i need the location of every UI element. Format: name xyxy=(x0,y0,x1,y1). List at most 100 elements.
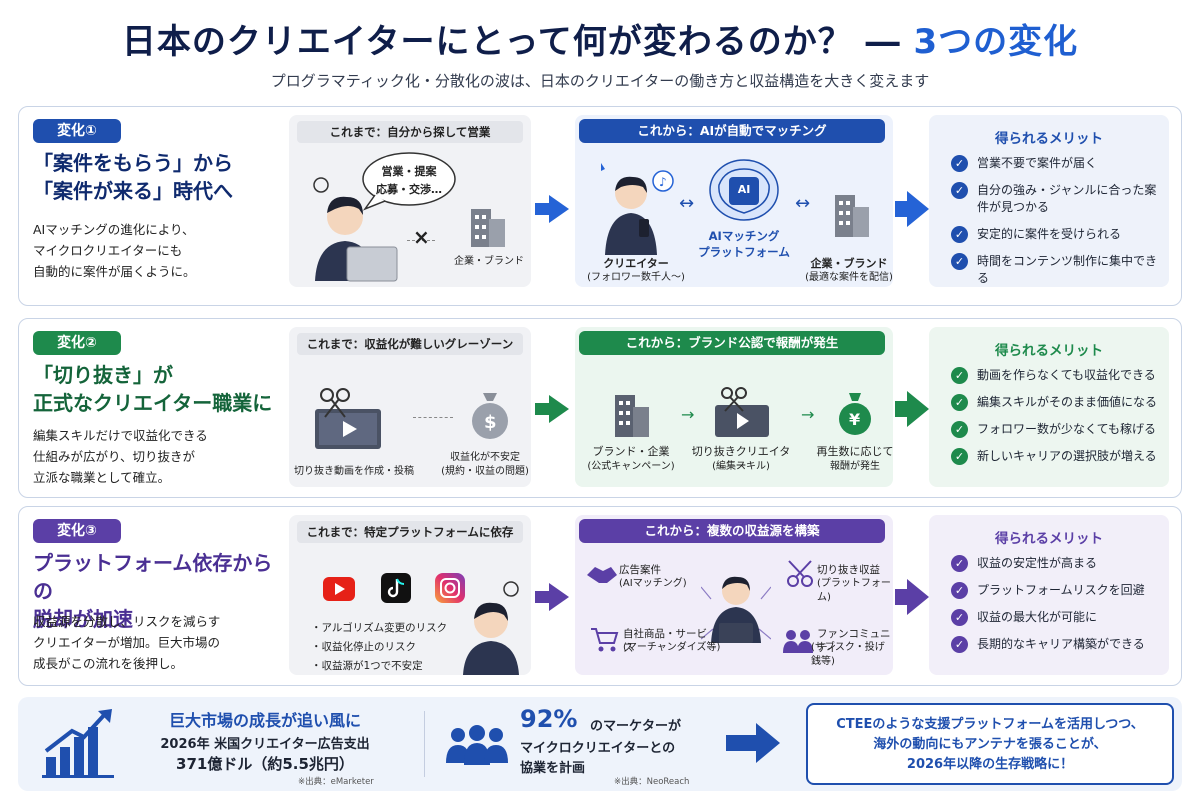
headline-line: 「切り抜き」が xyxy=(33,363,173,387)
bubble-text-2: 応募・交渉… xyxy=(376,183,442,196)
headline-line: 脱却が加速 xyxy=(33,607,133,631)
call-to-action-box: CTEEのような支援プラットフォームを活用しつつ、 海外の動向にもアンテナを張る… xyxy=(806,703,1174,785)
check-icon: ✓ xyxy=(951,394,968,411)
benefit-item: ✓営業不要で案件が届く xyxy=(951,155,1165,172)
benefit-item: ✓編集スキルがそのまま価値になる xyxy=(951,394,1165,411)
arrow-shaft xyxy=(726,735,758,751)
benefit-caption-1: 得られるメリット xyxy=(995,131,1103,147)
change-row-1: 変化① 「案件をもらう」から 「案件が来る」時代へ AIマッチングの進化により、… xyxy=(18,106,1182,306)
before-company-label: 企業・ブランド xyxy=(454,256,524,267)
risk-item: ・収益化停止のリスク xyxy=(311,641,416,653)
benefit-panel-2: 得られるメリット ✓動画を作らなくても収益化できる ✓編集スキルがそのまま価値に… xyxy=(929,327,1169,487)
svg-text:$: $ xyxy=(484,412,497,433)
benefit-text: プラットフォームリスクを回避 xyxy=(977,583,1145,597)
building-icon xyxy=(471,209,505,247)
before-caption-3: これまで：特定プラットフォームに依存 xyxy=(297,521,523,543)
benefit-text: 安定的に案件を受けられる xyxy=(977,227,1122,241)
change-row-3: 変化③ プラットフォーム依存からの 脱却が加速 収益源を分散し、リスクを減らす … xyxy=(18,506,1182,686)
people-group-icon xyxy=(446,725,508,765)
benefit-list-2: ✓動画を作らなくても収益化できる ✓編集スキルがそのまま価値になる ✓フォロワー… xyxy=(951,367,1165,475)
tiktok-icon xyxy=(381,573,411,603)
arrow-right-icon xyxy=(549,583,569,611)
company-sublabel: (最適な案件を配信) xyxy=(805,272,893,283)
check-icon: ✓ xyxy=(951,636,968,653)
platform-label-1: AIマッチング xyxy=(708,229,780,243)
page-subtitle: プログラマティック化・分散化の波は、日本のクリエイターの働き方と収益構造を大きく… xyxy=(270,72,930,90)
desc-line: マイクロクリエイターにも xyxy=(33,243,183,258)
market-line-1: 2026年 米国クリエイター広告支出 xyxy=(160,737,370,752)
source3-label: 自社商品・サービス xyxy=(623,628,707,654)
worried-person-icon xyxy=(313,177,398,282)
headline-line: 「案件が来る」時代へ xyxy=(33,179,233,203)
creator-phone-icon: ♪ xyxy=(601,163,674,255)
check-icon: ✓ xyxy=(951,555,968,572)
benefit-text: 自分の強み・ジャンルに合った案件が見つかる xyxy=(977,183,1157,214)
change-desc-2: 編集スキルだけで収益化できる 仕組みが広がり、切り抜きが 立派な職業として確立。 xyxy=(33,425,283,488)
worried-person-icon xyxy=(463,581,519,675)
desc-line: 収益源を分散し、リスクを減らす xyxy=(33,614,221,629)
cross-icon: × xyxy=(413,225,430,249)
check-icon: ✓ xyxy=(951,226,968,243)
desc-line: クリエイターが増加。巨大市場の xyxy=(33,635,221,650)
change-headline-2: 「切り抜き」が 正式なクリエイター職業に xyxy=(33,361,283,417)
scissors-film-icon xyxy=(315,388,381,449)
change-desc-3: 収益源を分散し、リスクを減らす クリエイターが増加。巨大市場の 成長がこの流れを… xyxy=(33,611,283,674)
check-icon: ✓ xyxy=(951,448,968,465)
after-caption-2: これから：ブランド公認で報酬が発生 xyxy=(579,331,885,355)
desc-line: 編集スキルだけで収益化できる xyxy=(33,428,208,443)
benefit-item: ✓動画を作らなくても収益化できる xyxy=(951,367,1165,384)
speech-bubble-icon xyxy=(362,152,456,211)
risk-list: ・アルゴリズム変更のリスク ・収益化停止のリスク ・収益源が1つで不安定 xyxy=(311,619,451,676)
before-left-label: 切り抜き動画を作成・投稿 xyxy=(294,466,414,477)
check-icon: ✓ xyxy=(951,609,968,626)
svg-text:♪: ♪ xyxy=(659,175,667,189)
benefit-item: ✓ 安定的に案件を受けられる xyxy=(951,226,1165,243)
change-badge-2: 変化② xyxy=(33,331,121,355)
benefit-panel-3: 得られるメリット ✓ 収益の安定性が高まる ✓ プラットフォームリスクを回避 ✓ 収益… xyxy=(929,515,1169,675)
arrow-shaft xyxy=(535,403,551,415)
benefit-text: 収益の最大化が可能に xyxy=(977,610,1098,624)
before-panel-2: これまで：収益化が難しいグレーゾーン 切り抜き動画を作成・投稿 $ 収益化が不安… xyxy=(289,327,531,487)
before-right-label-1: 収益化が不安定 xyxy=(450,452,520,463)
cta-line: 2026年以降の生存戦略に！ xyxy=(906,757,1074,772)
benefit-text: 長期的なキャリア構築ができる xyxy=(977,637,1145,651)
headline-line: 正式なクリエイター職業に xyxy=(33,391,273,415)
source2-sublabel: (プラットフォーム) xyxy=(817,578,891,603)
benefit-item: ✓ 自分の強み・ジャンルに合った案件が見つかる xyxy=(951,182,1165,216)
market-source: ※出典：eMarketer xyxy=(298,777,374,787)
benefit-text: 新しいキャリアの選択肢が増える xyxy=(977,449,1157,463)
benefit-text: 時間をコンテンツ制作に集中できる xyxy=(977,254,1158,285)
benefit-caption-3: 得られるメリット xyxy=(995,531,1103,547)
arrow-right-icon xyxy=(549,395,569,423)
benefit-text: 収益の安定性が高まる xyxy=(977,556,1098,570)
change-row-2: 変化② 「切り抜き」が 正式なクリエイター職業に 編集スキルだけで収益化できる … xyxy=(18,318,1182,498)
desc-line: 自動的に案件が届くように。 xyxy=(33,264,196,279)
creator-laptop-icon xyxy=(701,576,771,643)
building-icon xyxy=(615,395,649,437)
arrow-shaft xyxy=(895,401,909,417)
ai-brain-icon xyxy=(709,159,779,221)
benefit-item: ✓フォロワー数が少なくても稼げる xyxy=(951,421,1165,438)
after-caption-1: これから：AIが自動でマッチング xyxy=(579,119,885,143)
check-icon: ✓ xyxy=(951,155,968,172)
step2-label: 切り抜きクリエイター xyxy=(691,445,791,472)
source4-label: ファンコミュニティ xyxy=(817,628,891,654)
building-icon xyxy=(835,195,869,237)
desc-line: 成長がこの流れを後押し。 xyxy=(33,656,184,671)
benefit-item: ✓ 収益の安定性が高まる xyxy=(951,555,1165,572)
before-caption-1: これまで：自分から探して営業 xyxy=(297,121,523,143)
check-icon: ✓ xyxy=(951,253,968,270)
market-line-2: 371億ドル（約5.5兆円） xyxy=(176,755,354,773)
check-icon: ✓ xyxy=(951,182,968,199)
yen-bag-icon: ¥ xyxy=(839,393,871,435)
before-right-label-2: (規約・収益の問題) xyxy=(441,466,529,477)
creator-sublabel: (フォロワー数千人〜) xyxy=(587,272,685,283)
after-caption-3: これから：複数の収益源を構築 xyxy=(579,519,885,543)
benefit-text: フォロワー数が少なくても稼げる xyxy=(977,422,1157,436)
change-badge-3: 変化③ xyxy=(33,519,121,543)
desc-line: 立派な職業として確立。 xyxy=(33,470,171,485)
shopping-cart-icon xyxy=(591,628,619,652)
page-title: 日本のクリエイターにとって何が変わるのか？ ― 3つの変化 xyxy=(0,14,1200,63)
source2-label: 切り抜き収益 xyxy=(817,564,880,576)
platform-label-2: プラットフォーム xyxy=(698,245,790,259)
